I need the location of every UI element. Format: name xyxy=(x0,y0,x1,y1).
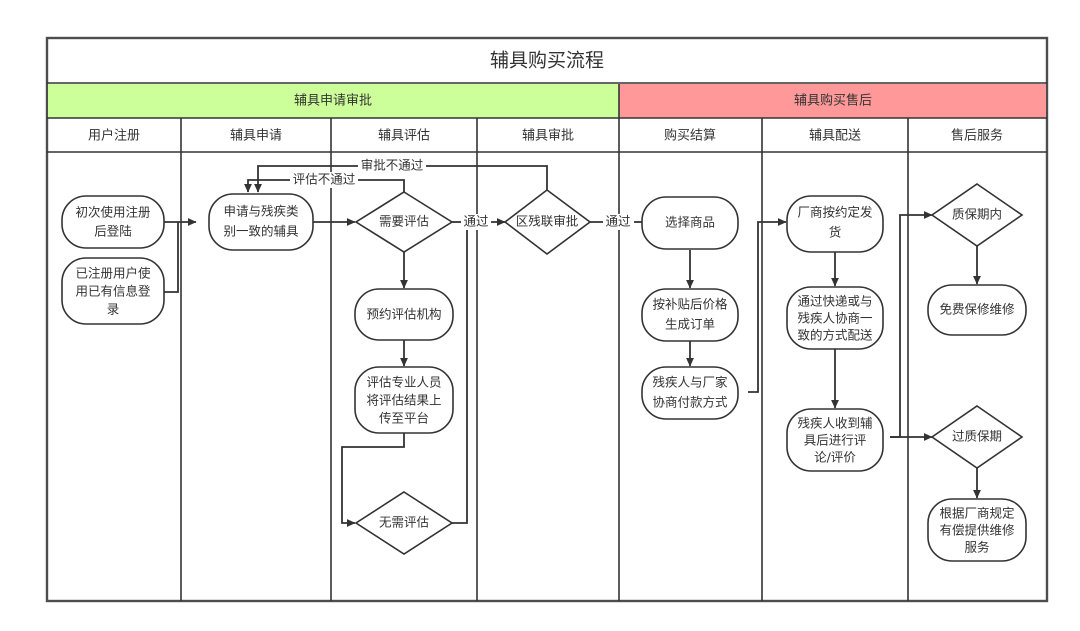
node-vendor-ship-shape xyxy=(786,195,884,253)
edge-no-assessment-to-pass xyxy=(452,222,468,524)
node-no-assessment-shape xyxy=(354,491,454,555)
node-vendor-ship-line-1: 货 xyxy=(829,225,842,240)
edge-payment-to-vendor-ship xyxy=(748,218,787,393)
node-paid-repair[interactable]: 根据厂商规定 有偿提供维修 服务 xyxy=(927,498,1027,562)
node-first-register-line-0: 初次使用注册 xyxy=(75,205,150,220)
node-book-agency[interactable]: 预约评估机构 xyxy=(354,288,454,341)
node-out-warranty-label: 过质保期 xyxy=(952,429,1002,444)
node-generate-order-shape xyxy=(641,288,739,342)
node-delivery-method-line-0: 通过快递或与 xyxy=(797,294,872,309)
node-negotiate-payment-shape xyxy=(641,366,739,420)
node-need-assessment-label: 需要评估 xyxy=(379,214,429,229)
svg-text:审批不通过: 审批不通过 xyxy=(361,158,424,173)
node-receive-review-line-2: 论/评价 xyxy=(814,450,856,465)
node-upload-result-shape xyxy=(354,366,454,434)
node-in-warranty[interactable]: 质保期内 xyxy=(930,183,1024,247)
node-apply-device[interactable]: 申请与残疾类 别一致的辅具 xyxy=(208,193,314,251)
edge-label-assessment-pass: 通过 xyxy=(461,214,491,230)
node-apply-device-shape xyxy=(208,193,314,251)
node-paid-repair-line-0: 根据厂商规定 xyxy=(939,506,1014,521)
phase-band-purchase-fill xyxy=(619,84,1046,118)
phase-band-apply-fill xyxy=(48,84,619,118)
node-upload-result-line-1: 将评估结果上 xyxy=(366,393,441,408)
node-need-assessment[interactable]: 需要评估 xyxy=(354,191,454,253)
phase-label-purchase: 辅具购买售后 xyxy=(794,93,872,109)
node-book-agency-label: 预约评估机构 xyxy=(366,307,441,322)
node-need-assessment-shape xyxy=(354,191,454,253)
svg-text:评估不通过: 评估不通过 xyxy=(293,172,356,187)
node-negotiate-payment-line-0: 残疾人与厂家 xyxy=(652,375,728,390)
node-generate-order-line-0: 按补贴后价格 xyxy=(652,297,728,312)
node-negotiate-payment[interactable]: 残疾人与厂家 协商付款方式 xyxy=(641,366,739,420)
node-free-repair-shape xyxy=(927,284,1027,336)
node-select-goods-label: 选择商品 xyxy=(665,215,715,230)
node-district-approval[interactable]: 区残联审批 xyxy=(503,188,592,256)
column-header-application: 辅具申请 xyxy=(230,129,282,144)
edge-review-to-in-warranty xyxy=(890,211,933,438)
node-delivery-method[interactable]: 通过快递或与 残疾人协商一 致的方式配送 xyxy=(786,286,884,350)
node-existing-login[interactable]: 已注册用户使 用已有信息登 录 xyxy=(61,257,165,325)
column-header-aftersales: 售后服务 xyxy=(951,128,1003,144)
node-upload-result[interactable]: 评估专业人员 将评估结果上 传至平台 xyxy=(354,366,454,434)
node-apply-device-line-1: 别一致的辅具 xyxy=(223,224,299,239)
node-negotiate-payment-line-1: 协商付款方式 xyxy=(652,395,728,410)
node-paid-repair-shape xyxy=(927,498,1027,562)
node-district-approval-shape xyxy=(503,188,592,256)
edge-upload-to-no-assessment xyxy=(341,414,405,527)
svg-text:通过: 通过 xyxy=(463,214,489,229)
column-header-delivery: 辅具配送 xyxy=(809,129,861,144)
node-delivery-method-line-1: 残疾人协商一 xyxy=(797,311,872,326)
node-receive-review-line-1: 具后进行评 xyxy=(804,433,867,448)
node-in-warranty-label: 质保期内 xyxy=(952,207,1002,222)
node-generate-order[interactable]: 按补贴后价格 生成订单 xyxy=(641,288,739,342)
svg-text:通过: 通过 xyxy=(605,214,631,229)
node-district-approval-label: 区残联审批 xyxy=(516,214,579,229)
node-first-register[interactable]: 初次使用注册 后登陆 xyxy=(61,195,165,249)
node-select-goods[interactable]: 选择商品 xyxy=(641,196,739,250)
edge-label-assessment-rejected: 评估不通过 xyxy=(290,172,358,188)
node-no-assessment-label: 无需评估 xyxy=(379,515,429,530)
page-title: 辅具购买流程 xyxy=(490,50,604,72)
node-out-warranty[interactable]: 过质保期 xyxy=(930,405,1024,469)
node-receive-review[interactable]: 残疾人收到辅 具后进行评 论/评价 xyxy=(786,408,884,472)
column-header-register: 用户注册 xyxy=(88,128,140,144)
column-header-approval: 辅具审批 xyxy=(522,129,574,144)
column-header-settlement: 购买结算 xyxy=(664,128,716,144)
node-no-assessment[interactable]: 无需评估 xyxy=(354,491,454,555)
diagram-frame xyxy=(45,36,1049,603)
node-first-register-shape xyxy=(61,195,165,249)
node-delivery-method-line-2: 致的方式配送 xyxy=(797,328,873,343)
node-upload-result-line-0: 评估专业人员 xyxy=(366,375,441,390)
node-receive-review-shape xyxy=(786,408,884,472)
node-free-repair[interactable]: 免费保修维修 xyxy=(927,284,1027,336)
node-select-goods-shape xyxy=(641,196,739,250)
edge-label-approval-pass: 通过 xyxy=(603,214,633,230)
node-receive-review-line-0: 残疾人收到辅 xyxy=(797,416,872,431)
node-upload-result-line-2: 传至平台 xyxy=(379,411,429,426)
node-existing-login-line-2: 录 xyxy=(107,302,120,317)
node-paid-repair-line-1: 有偿提供维修 xyxy=(939,523,1015,538)
node-existing-login-shape xyxy=(61,257,165,325)
node-existing-login-line-0: 已注册用户使 xyxy=(75,266,151,281)
node-existing-login-line-1: 用已有信息登 xyxy=(75,284,151,299)
node-free-repair-label: 免费保修维修 xyxy=(939,302,1015,317)
node-book-agency-shape xyxy=(354,288,454,341)
node-out-warranty-shape xyxy=(930,405,1024,469)
node-vendor-ship-line-0: 厂商按约定发 xyxy=(797,205,873,220)
column-header-assessment: 辅具评估 xyxy=(378,129,430,144)
node-in-warranty-shape xyxy=(930,183,1024,247)
node-apply-device-line-0: 申请与残疾类 xyxy=(223,204,299,219)
phase-label-apply: 辅具申请审批 xyxy=(294,94,372,109)
node-paid-repair-line-2: 服务 xyxy=(964,540,989,555)
edge-label-approval-rejected: 审批不通过 xyxy=(358,158,426,174)
node-first-register-line-1: 后登陆 xyxy=(94,224,132,239)
node-delivery-method-shape xyxy=(786,286,884,350)
edge-existing-login-merge xyxy=(164,222,179,293)
node-vendor-ship[interactable]: 厂商按约定发 货 xyxy=(786,195,884,253)
node-generate-order-line-1: 生成订单 xyxy=(665,317,715,332)
